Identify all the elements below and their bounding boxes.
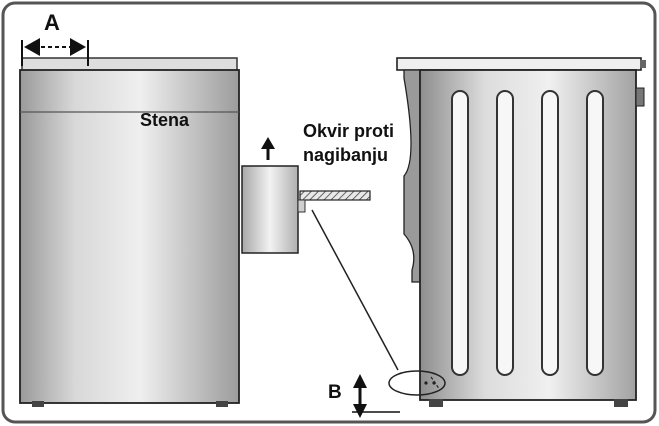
anti-tilt-bracket: Okvir proti nagibanju	[241, 121, 399, 371]
washing-machine-back	[403, 69, 421, 283]
dimension-b-label: B	[328, 382, 342, 403]
dimension-a-marker: A	[21, 10, 89, 66]
bracket-block	[241, 165, 299, 254]
anti-tilt-label-line1: Okvir proti	[303, 121, 394, 141]
left-cabinet-foot-left	[32, 401, 44, 407]
double-arrow-horizontal-icon	[24, 38, 86, 56]
washing-machine-top	[396, 57, 642, 71]
left-cabinet	[19, 57, 240, 407]
wall-label: Stena	[140, 110, 190, 130]
left-cabinet-body	[19, 69, 240, 404]
up-arrow-icon	[261, 137, 275, 160]
left-cabinet-foot-right	[216, 401, 228, 407]
foot-detail-callout	[388, 370, 446, 396]
bracket-plate	[299, 190, 371, 201]
dimension-a-label: A	[44, 10, 60, 35]
dimension-b-marker: B	[328, 374, 400, 418]
washing-machine	[396, 57, 646, 407]
anti-tilt-label-line2: nagibanju	[303, 145, 388, 165]
double-arrow-vertical-icon	[353, 374, 367, 418]
washing-machine-foot-left	[429, 399, 443, 407]
washing-machine-foot-right	[614, 399, 628, 407]
bracket-leader-line	[311, 209, 399, 371]
side-panel-ribs	[451, 90, 604, 376]
